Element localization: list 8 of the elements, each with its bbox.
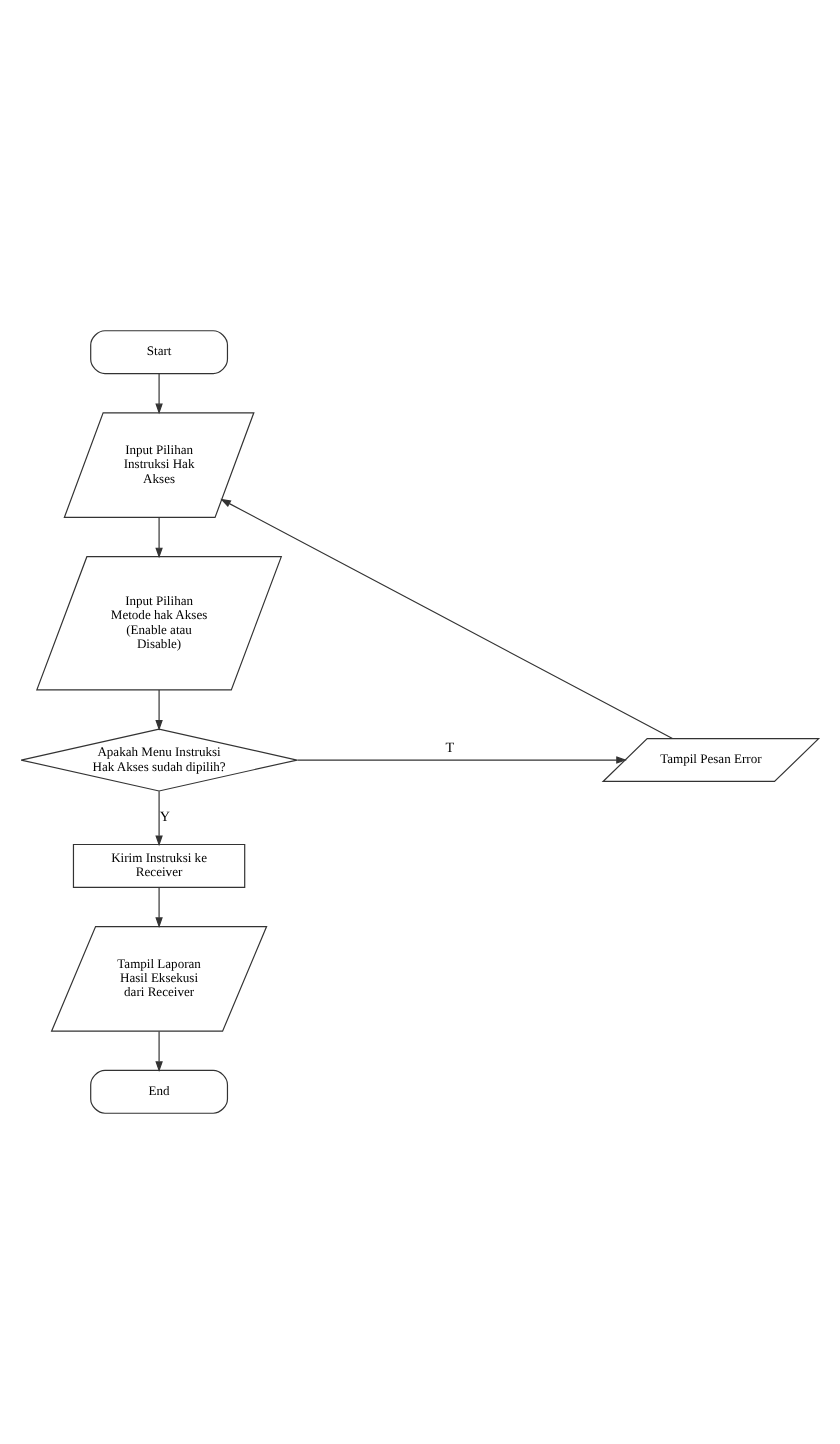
arrow bbox=[296, 756, 627, 764]
arrow bbox=[155, 1030, 163, 1073]
arrow bbox=[155, 373, 163, 415]
arrow bbox=[155, 790, 163, 847]
arrow bbox=[155, 517, 163, 559]
arrow bbox=[155, 886, 163, 928]
arrow bbox=[220, 498, 674, 740]
arrow bbox=[155, 689, 163, 731]
